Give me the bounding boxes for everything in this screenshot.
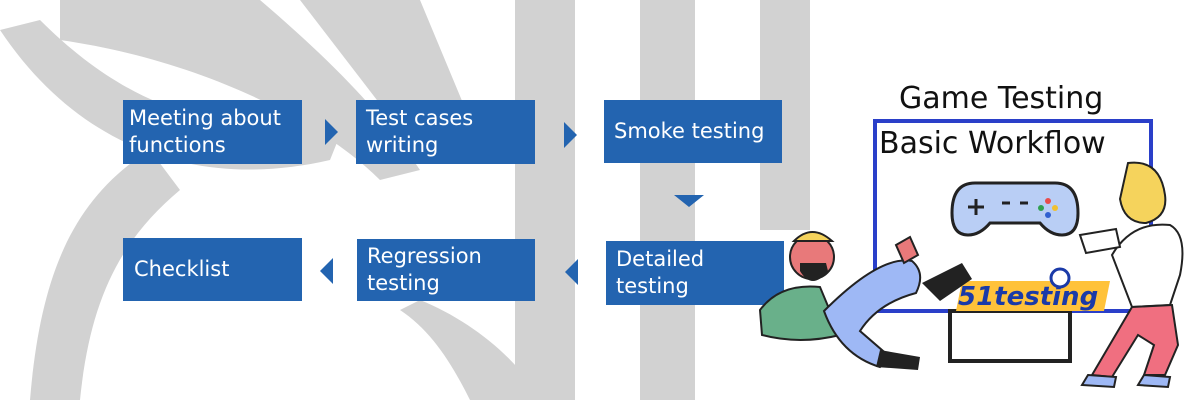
arrow-left-icon [565,259,578,285]
right-person-figure [1078,161,1184,389]
arrow-right-icon [325,119,338,145]
step-regression-testing: Regression testing [357,239,535,301]
arrow-right-icon [564,122,577,148]
arrow-down-icon [674,195,704,207]
game-controller-icon [950,181,1080,237]
testers-illustration [758,119,1184,389]
magnifier-icon [1049,267,1071,289]
step-test-cases-writing: Test cases writing [356,100,535,164]
arrow-left-icon [320,258,333,284]
step-meeting-about-functions: Meeting about functions [123,100,302,164]
left-person-figure [758,231,972,370]
step-checklist: Checklist [123,238,302,301]
step-smoke-testing: Smoke testing [604,100,782,163]
title-line-2: Basic Workflow [879,126,1106,161]
step-detailed-testing: Detailed testing [606,241,784,305]
title-line-1: Game Testing [899,81,1104,116]
brand-logo: 51testing [958,282,1099,312]
